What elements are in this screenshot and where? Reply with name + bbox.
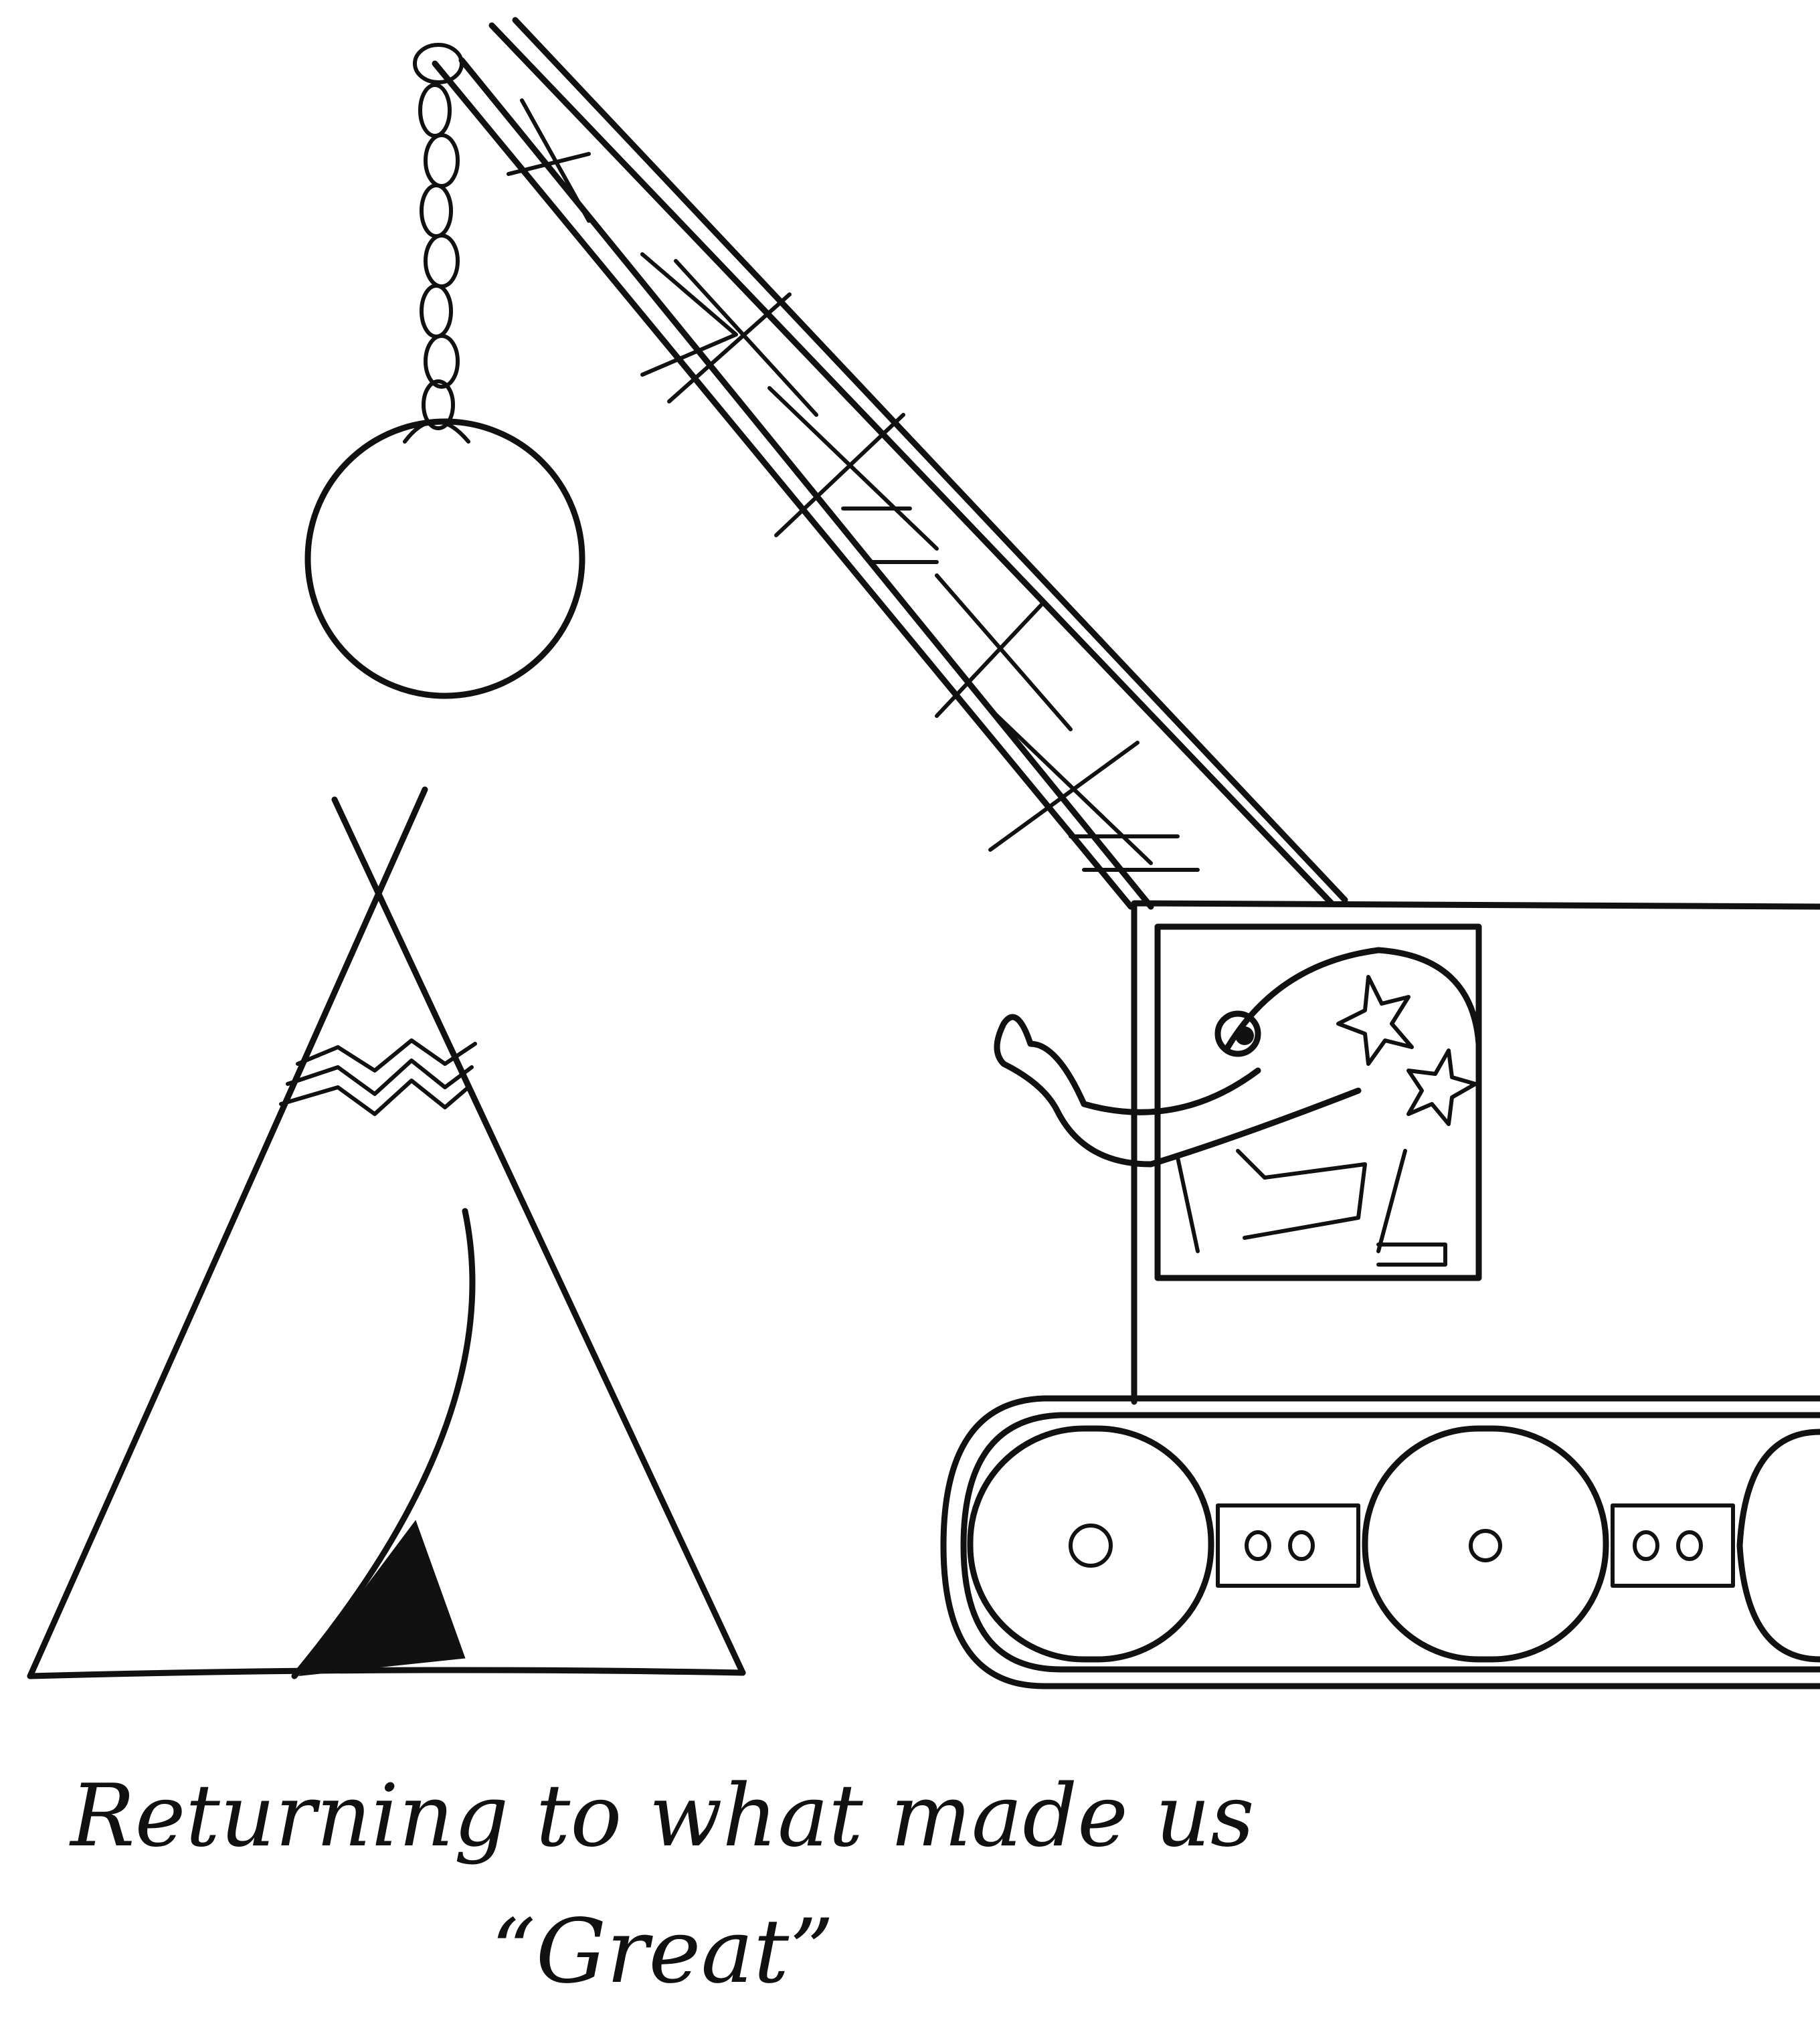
teepee: [27, 786, 746, 1679]
teepee-door: [298, 1520, 466, 1676]
caption-line-2: “Great”: [490, 1900, 834, 2003]
chain: [403, 43, 470, 444]
star-icon: [1406, 1048, 1477, 1126]
elephant-operator: [994, 947, 1482, 1267]
wrecking-ball: [304, 418, 585, 699]
star-icon: [1336, 975, 1414, 1066]
elephant-eye: [1235, 1026, 1254, 1045]
crane-boom: [432, 17, 1348, 910]
crane-cab: [1131, 900, 1820, 1405]
caption-line-1: Returning to what made us: [70, 1766, 1255, 1866]
crawler-tracks: [940, 1395, 1820, 1689]
